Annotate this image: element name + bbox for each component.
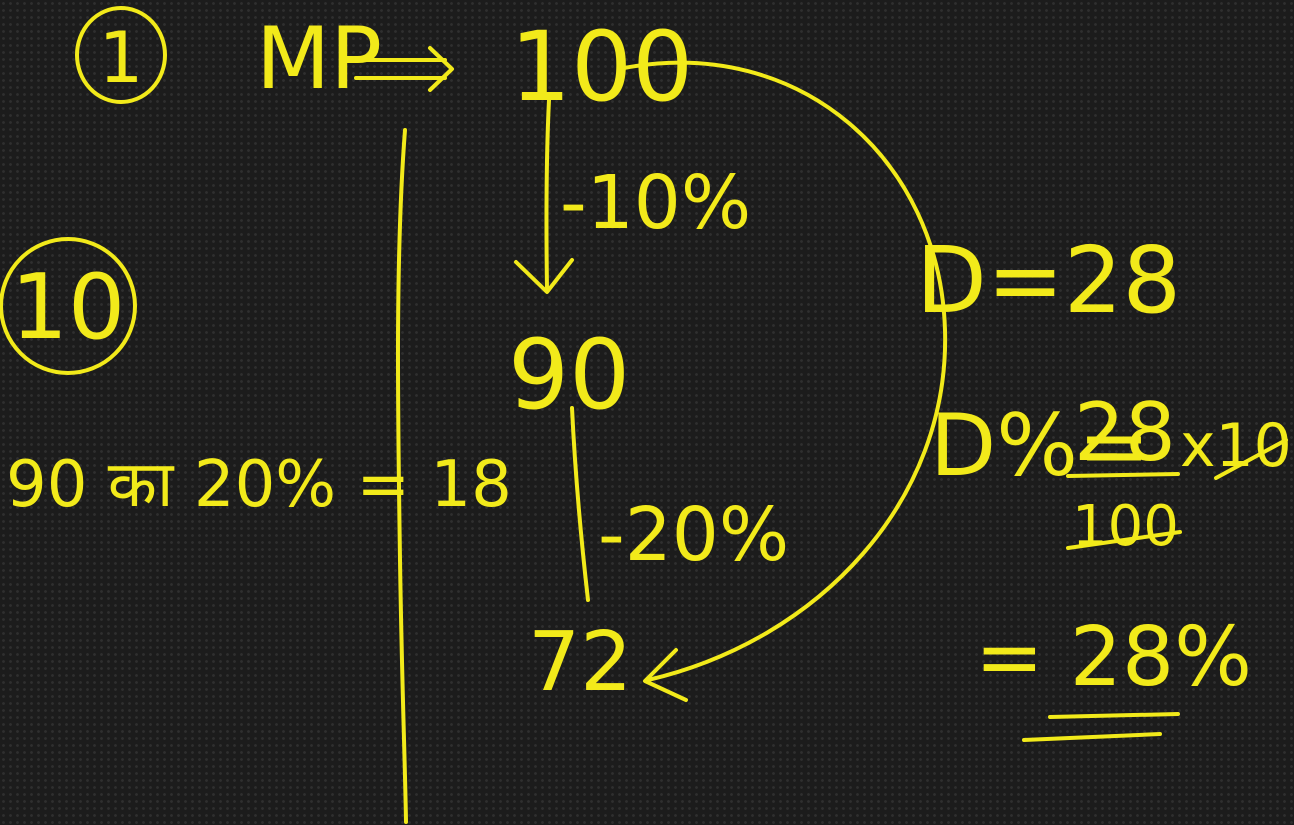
question-number-circle (75, 6, 167, 104)
circled-number: 10 (11, 255, 126, 360)
discount-equation: D=28 (916, 227, 1181, 334)
question-number: 1 (99, 17, 144, 99)
second-discount: -20% (598, 492, 789, 578)
side-note: 90 का 20% = 18 (6, 448, 512, 522)
vertical-divider (395, 128, 408, 824)
marked-price: 100 (510, 11, 693, 123)
fraction-denominator: 100 (1072, 494, 1179, 559)
question-number-group: 1 (75, 6, 167, 104)
down-arrow-icon (514, 98, 574, 294)
marked-price-group: MP 100 (256, 9, 693, 123)
result: = 28% (975, 610, 1252, 705)
curved-arrow (622, 60, 948, 682)
denominator-strike (1066, 530, 1182, 550)
implies-arrow-icon (354, 46, 454, 92)
discount-percent-label: D%= (930, 396, 1150, 496)
circled-number-circle (0, 237, 137, 375)
intermediate-price: 90 (508, 319, 630, 431)
multiplier-strike (1214, 438, 1288, 480)
fraction-bar (1066, 472, 1180, 478)
fraction-numerator: 28 (1074, 386, 1176, 479)
circled-number-group: 10 (0, 237, 137, 375)
first-discount: -10% (560, 160, 751, 246)
final-price: 72 (528, 615, 632, 710)
second-step-line (570, 406, 590, 602)
curved-arrow-head-icon (643, 648, 688, 702)
result-underline (1022, 712, 1180, 742)
